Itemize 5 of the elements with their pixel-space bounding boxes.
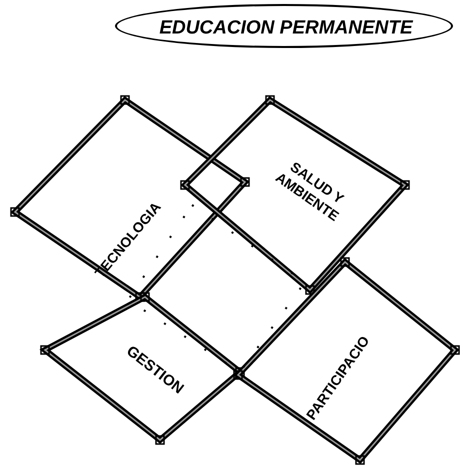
title-text: EDUCACION PERMANENTE	[159, 20, 413, 36]
title-ellipse	[115, 4, 453, 48]
diamond-frame	[232, 256, 460, 466]
diamond-frame	[39, 291, 246, 446]
diamond-frame	[179, 94, 411, 296]
